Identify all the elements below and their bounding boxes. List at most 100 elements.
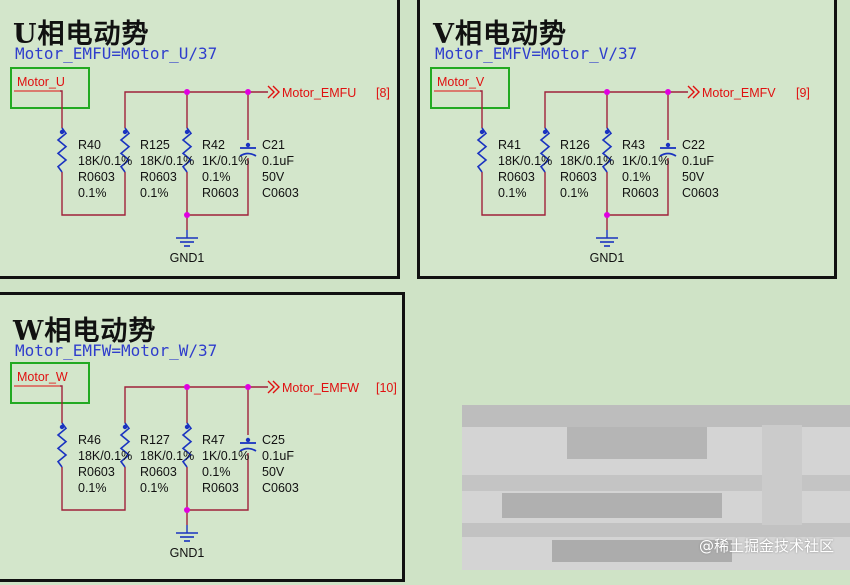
component-package: 0.1% [202, 170, 231, 184]
resistor-symbol [56, 422, 68, 468]
wire [61, 172, 126, 216]
output-ref: [9] [796, 86, 810, 100]
pin-dot [122, 129, 128, 135]
net-label-input: Motor_V [437, 75, 485, 89]
junction-dot [665, 89, 671, 95]
junction-dot [184, 507, 190, 513]
resistor-symbol [601, 127, 613, 173]
component-c25: C25 0.1uF 50V C0603 [262, 433, 299, 495]
resistor-symbol [181, 422, 193, 468]
component-package: R0603 [78, 465, 115, 479]
wire [124, 91, 268, 128]
resistor-symbol [476, 127, 488, 173]
component-value: 18K/0.1% [78, 449, 132, 463]
output-ref: [8] [376, 86, 390, 100]
net-label-input: Motor_W [17, 370, 68, 384]
schematic-w: Motor_WMotor_EMFW[10]GND1R4618K/0.1%R060… [10, 362, 397, 560]
component-tolerance: R0603 [202, 481, 239, 495]
component-value: 18K/0.1% [140, 449, 194, 463]
component-package: 0.1% [622, 170, 651, 184]
component-package: 0.1% [202, 465, 231, 479]
highlight-box [10, 67, 90, 109]
net-label-output: Motor_EMFW [282, 381, 359, 395]
net-label-output: Motor_EMFV [702, 86, 776, 100]
wire [544, 91, 688, 128]
highlight-box [430, 67, 510, 109]
wire [481, 172, 546, 216]
wire [186, 158, 249, 216]
component-tolerance: 0.1% [498, 186, 527, 200]
ground-label: GND1 [170, 251, 205, 265]
panel-v-phase: V相电动势 Motor_EMFV=Motor_V/37 Motor_V Motor… [417, 0, 837, 279]
component-ref: C22 [682, 138, 705, 152]
wire [124, 386, 268, 423]
junction-dot [604, 212, 610, 218]
circuit: Motor_UMotor_EMFU[8]GND1R4018K/0.1%R0603… [10, 67, 390, 265]
wire [606, 158, 669, 216]
pin-dot [245, 437, 251, 443]
component-r46: R46 18K/0.1% R0603 0.1% [78, 433, 132, 495]
component-tolerance: 0.1% [78, 481, 107, 495]
component-ref: C21 [262, 138, 285, 152]
component-ref: R46 [78, 433, 101, 447]
pin-dot [184, 129, 190, 135]
component-value: 0.1uF [262, 154, 294, 168]
component-tolerance: 0.1% [560, 186, 589, 200]
component-value: 18K/0.1% [498, 154, 552, 168]
net-label-output: Motor_EMFU [282, 86, 356, 100]
pin-dot [122, 424, 128, 430]
panel-formula: Motor_EMFW=Motor_W/37 [15, 341, 218, 360]
wire [480, 90, 483, 128]
component-tolerance: C0603 [682, 186, 719, 200]
component-value: 1K/0.1% [622, 154, 669, 168]
component-ref: R47 [202, 433, 225, 447]
component-ref: R40 [78, 138, 101, 152]
component-value: 18K/0.1% [560, 154, 614, 168]
pin-dot [245, 142, 251, 148]
component-value: 0.1uF [682, 154, 714, 168]
component-ref: C25 [262, 433, 285, 447]
capacitor-plate-curved [659, 152, 677, 157]
resistor-symbol [539, 127, 551, 173]
schematic-u: Motor_UMotor_EMFU[8]GND1R4018K/0.1%R0603… [10, 67, 390, 265]
component-tolerance: R0603 [622, 186, 659, 200]
component-value: 1K/0.1% [202, 449, 249, 463]
component-value: 18K/0.1% [140, 154, 194, 168]
component-value: 0.1uF [262, 449, 294, 463]
wire [60, 385, 63, 423]
pin-dot [542, 129, 548, 135]
resistor-symbol [181, 127, 193, 173]
pin-dot [59, 129, 65, 135]
component-package: 50V [262, 170, 285, 184]
capacitor-plate-curved [239, 447, 257, 452]
circuit: Motor_WMotor_EMFW[10]GND1R4618K/0.1%R060… [10, 362, 397, 560]
component-ref: R126 [560, 138, 590, 152]
component-ref: R125 [140, 138, 170, 152]
component-tolerance: C0603 [262, 481, 299, 495]
junction-dot [184, 212, 190, 218]
component-ref: R43 [622, 138, 645, 152]
panel-formula: Motor_EMFV=Motor_V/37 [435, 44, 638, 63]
panel-title: V相电动势 [433, 19, 567, 50]
wire [60, 90, 63, 128]
pin-dot [59, 424, 65, 430]
junction-dot [604, 89, 610, 95]
component-package: 50V [262, 465, 285, 479]
panel-title: U相电动势 [13, 19, 150, 50]
component-package: R0603 [140, 465, 177, 479]
component-ref: R41 [498, 138, 521, 152]
component-value: 18K/0.1% [78, 154, 132, 168]
pixelated-region [462, 405, 850, 570]
output-port-arrow [267, 380, 280, 394]
junction-dot [184, 384, 190, 390]
pin-dot [665, 142, 671, 148]
component-tolerance: 0.1% [78, 186, 107, 200]
resistor-symbol [119, 127, 131, 173]
